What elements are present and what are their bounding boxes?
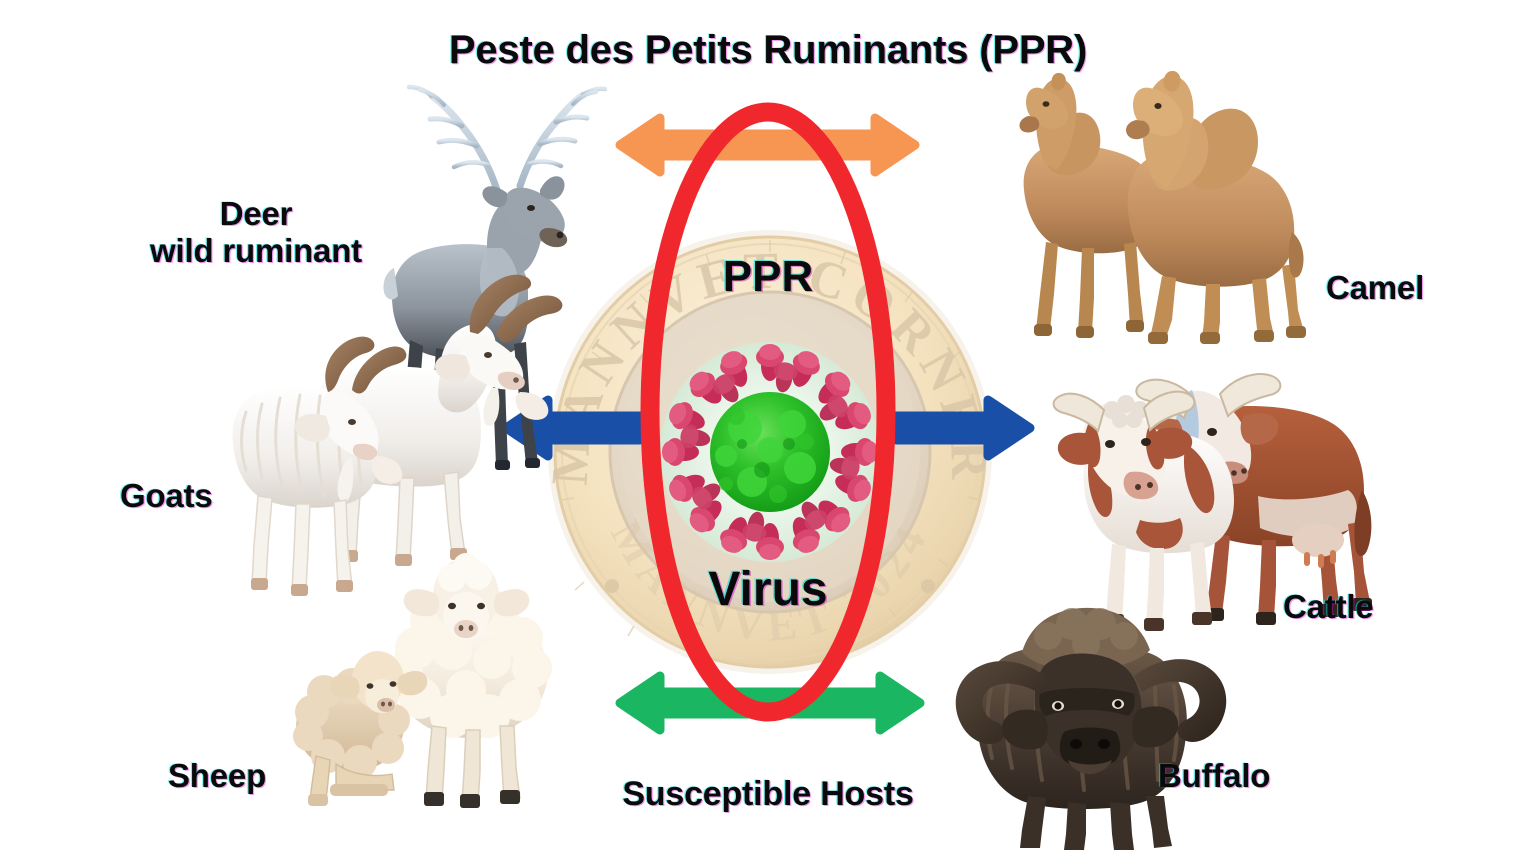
goats-illustration [232, 274, 563, 596]
camel-illustration [1019, 70, 1306, 344]
coin-dot-left [605, 579, 619, 593]
buffalo-illustration [955, 607, 1227, 850]
virus-particle [660, 342, 880, 562]
highlight-ellipse [640, 102, 896, 722]
cattle-illustration [1052, 373, 1372, 631]
virus-spikes [662, 344, 878, 560]
arrow-right [891, 395, 1035, 461]
arrow-top [615, 113, 920, 177]
sheep-illustration [293, 553, 552, 808]
coin-dot-right [921, 579, 935, 593]
